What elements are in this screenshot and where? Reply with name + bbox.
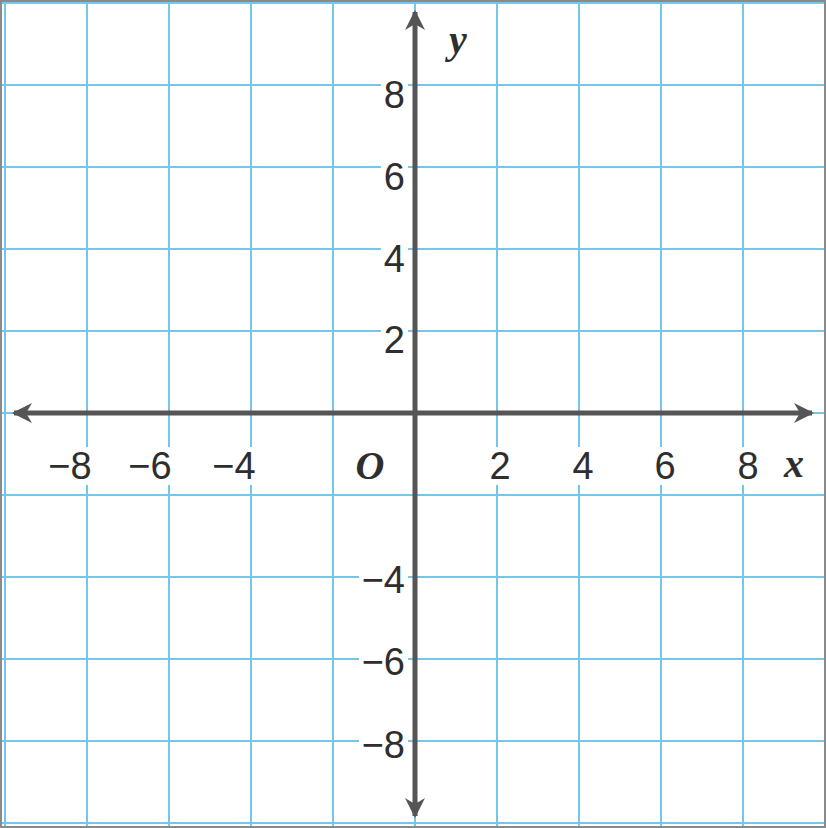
grid-line bbox=[2, 822, 824, 824]
tick-label: 8 bbox=[734, 447, 761, 485]
y-axis bbox=[413, 12, 418, 816]
tick-label: 6 bbox=[651, 447, 678, 485]
grid-line bbox=[414, 2, 416, 826]
tick-label: −8 bbox=[359, 726, 408, 764]
tick-label: −8 bbox=[45, 447, 94, 485]
tick-label: 2 bbox=[381, 321, 408, 359]
tick-label: −4 bbox=[209, 447, 258, 485]
grid-line bbox=[2, 2, 824, 4]
tick-label: −6 bbox=[359, 643, 408, 681]
tick-label: 4 bbox=[569, 447, 596, 485]
tick-label: 6 bbox=[381, 158, 408, 196]
tick-label: 4 bbox=[381, 240, 408, 278]
tick-label: 8 bbox=[381, 76, 408, 114]
axis-variable: y bbox=[446, 20, 470, 60]
tick-label: −4 bbox=[359, 561, 408, 599]
axis-variable: O bbox=[353, 446, 388, 486]
tick-label: −6 bbox=[125, 447, 174, 485]
tick-label: 2 bbox=[486, 447, 513, 485]
axis-variable: x bbox=[781, 444, 807, 484]
